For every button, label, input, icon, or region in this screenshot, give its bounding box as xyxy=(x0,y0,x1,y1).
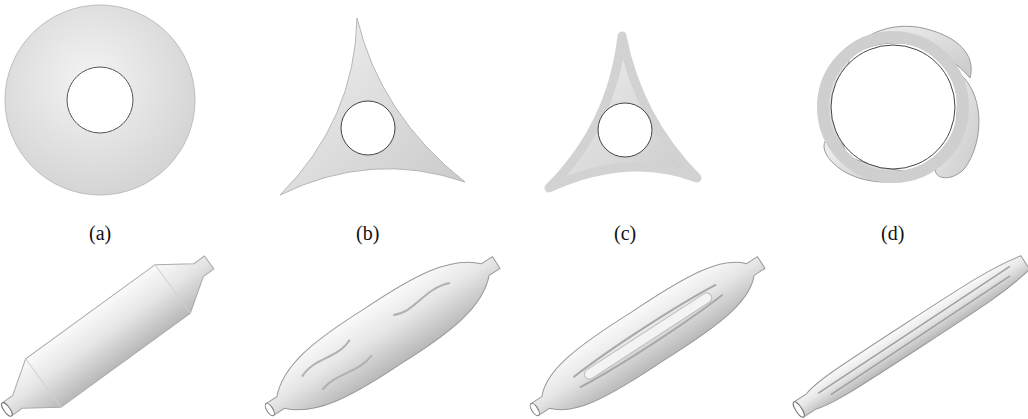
folded-section xyxy=(818,26,979,182)
tube-view xyxy=(0,238,227,419)
annulus-section xyxy=(5,5,195,195)
star-section xyxy=(549,36,697,188)
panel-label: (b) xyxy=(356,221,379,245)
star-section xyxy=(280,18,465,195)
panel-label: (a) xyxy=(89,221,111,245)
panel-label: (d) xyxy=(881,221,904,245)
panel-label: (c) xyxy=(614,221,636,245)
tube-view xyxy=(249,235,514,419)
tube-view xyxy=(516,238,777,419)
tube-view xyxy=(789,251,1028,419)
